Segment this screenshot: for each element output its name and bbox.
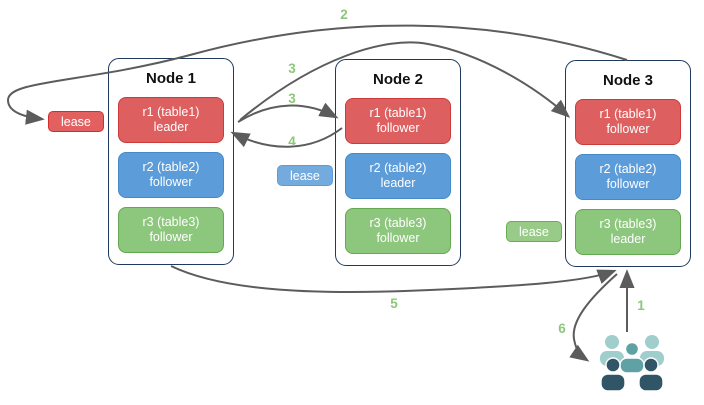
replica-range: r3 (table3): [369, 216, 427, 230]
replica-range: r2 (table2): [369, 161, 427, 175]
users-icon: [600, 335, 664, 392]
replica-range: r2 (table2): [142, 160, 200, 174]
node-3: Node 3 r1 (table1) follower r2 (table2) …: [565, 60, 691, 267]
node-1-replica-r1: r1 (table1) leader: [118, 97, 224, 143]
node-1-replica-r3: r3 (table3) follower: [118, 207, 224, 253]
arrow-label-5: 5: [390, 296, 398, 311]
arrow-label-6: 6: [558, 321, 566, 336]
node-2-replica-r1: r1 (table1) follower: [345, 98, 451, 144]
node-2-title: Node 2: [372, 71, 423, 88]
replica-role: follower: [606, 177, 650, 191]
replica-range: r3 (table3): [599, 217, 657, 231]
node-1-title: Node 1: [145, 70, 196, 87]
node-1-replica-r2: r2 (table2) follower: [118, 152, 224, 198]
arrow-label-1: 1: [637, 298, 645, 313]
replica-role: leader: [153, 120, 189, 134]
replica-role: follower: [376, 121, 420, 135]
arrow-label-3a: 3: [288, 61, 296, 76]
lease-badge-blue: lease: [277, 165, 333, 186]
arrow-label-2: 2: [340, 7, 348, 22]
node-2-replica-r2: r2 (table2) leader: [345, 153, 451, 199]
replica-role: follower: [376, 231, 420, 245]
replica-range: r2 (table2): [599, 162, 657, 176]
lease-badge-green: lease: [506, 221, 562, 242]
arrow-6-node3-to-users: [569, 273, 618, 362]
arrow-label-4: 4: [288, 134, 296, 149]
replica-role: follower: [606, 122, 650, 136]
replica-range: r1 (table1): [142, 105, 200, 119]
replica-range: r1 (table1): [599, 107, 657, 121]
lease-badge-red: lease: [48, 111, 104, 132]
replica-role: follower: [149, 175, 193, 189]
node-2: Node 2 r1 (table1) follower r2 (table2) …: [335, 59, 461, 266]
replica-role: leader: [380, 176, 416, 190]
arrow-3-node1-to-node2: [237, 102, 339, 123]
node-3-replica-r2: r2 (table2) follower: [575, 154, 681, 200]
replica-role: leader: [610, 232, 646, 246]
node-3-replica-r3: r3 (table3) leader: [575, 209, 681, 255]
arrow-2-node3-to-lease: [6, 24, 628, 125]
replica-role: follower: [149, 230, 193, 244]
replica-range: r3 (table3): [142, 215, 200, 229]
node-3-title: Node 3: [602, 72, 653, 89]
arrow-5-node1-to-node3: [170, 265, 617, 294]
arrow-label-3b: 3: [288, 91, 296, 106]
node-1: Node 1 r1 (table1) leader r2 (table2) fo…: [108, 58, 234, 265]
node-3-replica-r1: r1 (table1) follower: [575, 99, 681, 145]
node-2-replica-r3: r3 (table3) follower: [345, 208, 451, 254]
replica-range: r1 (table1): [369, 106, 427, 120]
